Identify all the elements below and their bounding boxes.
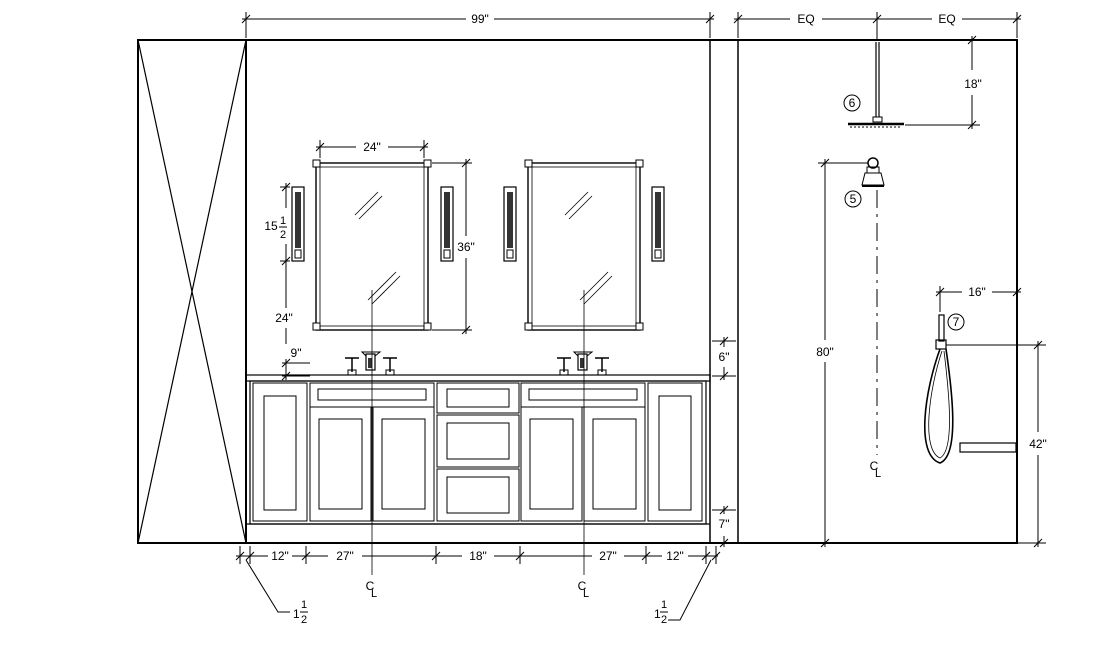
dim-rain-drop: 18" [880,35,982,130]
svg-text:C: C [578,579,587,593]
svg-text:2: 2 [301,614,307,626]
toe-kick-label: 7" [719,517,730,531]
rain-drop-label: 18" [964,77,982,91]
dim-overall-width: 99" [241,12,715,38]
dim-bottom-chain: 12" 27" 18" 27" 12" [235,546,721,564]
sconce-3 [503,186,517,262]
eq-right-label: EQ [938,12,955,26]
dim-eq: EQ EQ [733,12,1022,40]
svg-text:6: 6 [849,96,856,110]
svg-text:1: 1 [301,599,307,611]
rain-shower-head [848,42,904,128]
eq-left-label: EQ [797,12,814,26]
sink-right-label: 27" [599,549,617,563]
dim-sconce-chain: 15 1 2 24" 9" [264,182,310,381]
backsplash-label: 9" [291,346,302,360]
svg-text:1: 1 [654,607,661,621]
svg-text:L: L [371,588,377,600]
sconce-mount-label: 24" [275,311,293,325]
overall-width-label: 99" [471,12,489,26]
sconce-4 [651,186,665,262]
shower-centerline: C L [870,190,881,480]
svg-text:2: 2 [661,614,667,626]
room-outline [137,39,1018,544]
faucet-left [345,351,397,376]
splash-right-label: 6" [719,350,730,364]
svg-text:1: 1 [293,607,300,621]
dim-mirror-width: 24" [315,140,429,158]
sconce-height-num: 1 [280,215,286,227]
handheld-shower [924,314,1017,464]
dim-mirror-height: 36" [432,158,475,335]
wall-opening-x [137,39,247,544]
centerline-left-sink: C L [366,290,377,600]
svg-text:1: 1 [661,599,667,611]
callout-reveal-right: 1 1 2 [654,559,712,626]
tag-rain-head: 6 [843,94,861,112]
drawers-label: 18" [469,549,487,563]
tag-shower-head: 5 [844,190,862,208]
svg-text:C: C [870,459,879,473]
dim-handheld-offset: 16" [935,285,1022,312]
sconce-height-den: 2 [280,229,286,241]
faucet-right [557,351,609,376]
dim-toe-kick: 7" [712,505,736,548]
dim-handheld-height: 42" [946,340,1047,548]
vanity-cabinet [245,374,711,525]
mirror-height-label: 36" [457,240,475,254]
sconce-1 [291,186,305,262]
mirror-width-label: 24" [363,140,381,154]
svg-text:5: 5 [850,192,857,206]
side-left-label: 12" [271,549,289,563]
svg-text:L: L [583,588,589,600]
sconce-height-whole: 15 [264,219,278,233]
centerline-right-sink: C L [578,290,589,600]
dim-shower-head-height: 80" [816,158,868,548]
callout-reveal-left: 1 1 2 [245,559,308,626]
svg-text:7: 7 [953,315,960,329]
wall-shower-head [861,157,885,187]
sink-left-label: 27" [336,549,354,563]
svg-text:C: C [366,579,375,593]
handheld-height-label: 42" [1029,437,1047,451]
shower-height-label: 80" [816,345,834,359]
sconce-2 [440,186,454,262]
handheld-offset-label: 16" [968,285,986,299]
svg-text:L: L [875,468,881,480]
tag-handheld: 7 [947,313,965,331]
side-right-label: 12" [666,549,684,563]
dim-right-splash: 6" [712,336,736,381]
